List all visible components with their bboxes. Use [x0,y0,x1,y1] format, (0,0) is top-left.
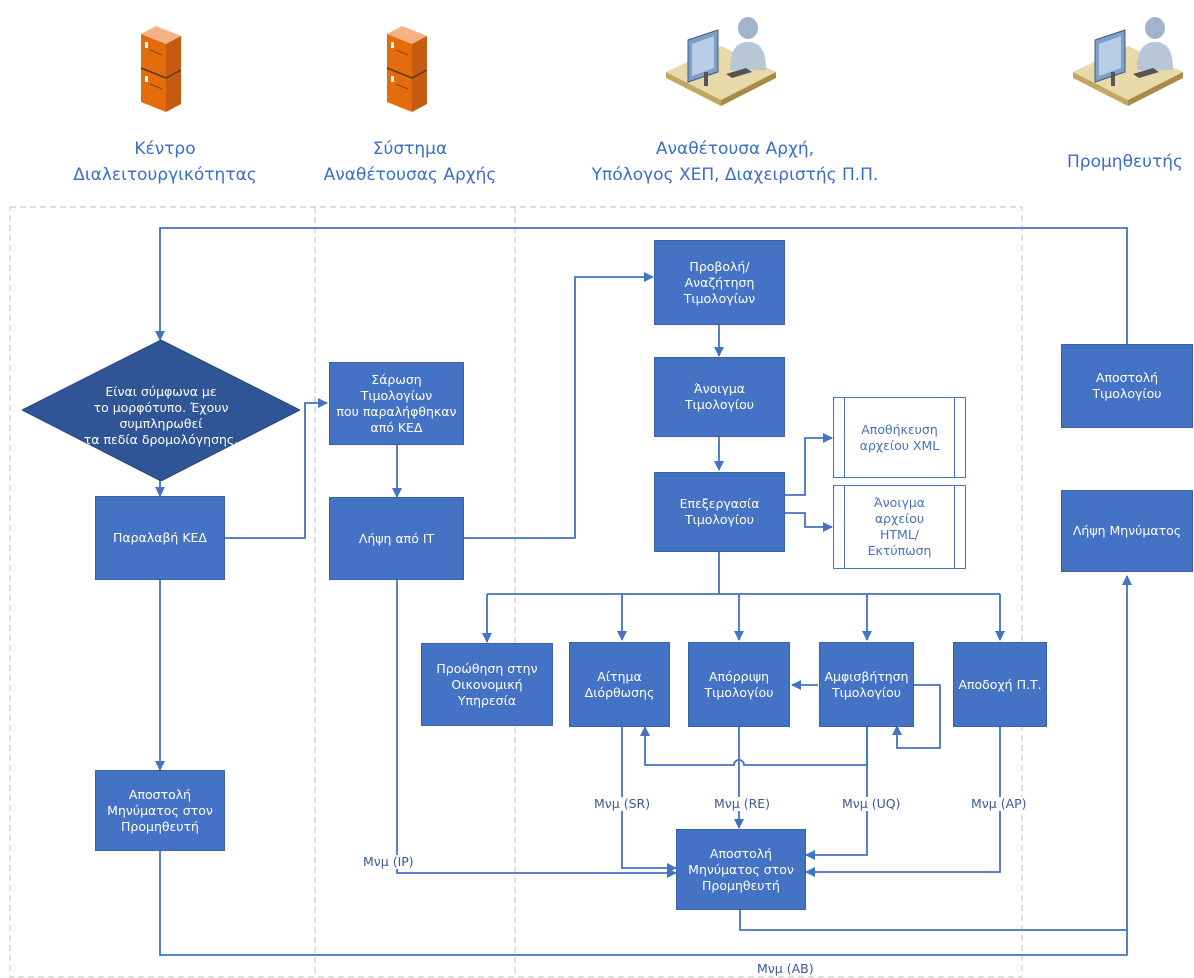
user-at-computer-icon [666,17,776,106]
node-apostoli-timologiou: Αποστολή Τιμολογίου [1061,344,1193,428]
node-aporripsi: Απόρριψη Τιμολογίου [688,642,790,727]
lane-title-promitheftis: Προμηθευτής [1067,152,1183,172]
connector-epexergasia-fanout [487,552,1000,595]
label-ab: Μνμ (AB) [756,961,815,976]
connector-amfisvitisi-loop [892,684,941,749]
label-ap: Μνμ (AP) [970,796,1028,811]
connector-ap [805,727,1001,877]
decision-diamond [22,340,300,481]
node-sarosi: Σάρωση Τιμολογίων που παραλήφθηκαν από Κ… [329,362,464,445]
node-apothikefsi: Αποθήκευση αρχείου XML [833,397,966,478]
node-lipsi-minimatos: Λήψη Μηνύματος [1061,490,1193,572]
connector-sr [621,727,677,873]
node-anoigma: Άνοιγμα Τιμολογίου [654,357,785,437]
node-paralavi: Παραλαβή ΚΕΔ [95,496,225,580]
lane-title-systima: Σύστημα Αναθέτουσας Αρχής [323,139,497,185]
label-sr: Μνμ (SR) [593,796,652,811]
server-icon [386,26,428,112]
connector-uq [805,727,868,860]
connector-ab-aa [739,910,1127,931]
node-proothisi: Προώθηση στην Οικονομική Υπηρεσία [421,643,553,726]
connector-supplier-to-decision [155,227,1128,344]
server-icon [140,26,182,112]
node-lipsi-it: Λήψη από ΙΤ [329,497,464,580]
swimlane-borders [9,206,1023,978]
connector-epexergasia-to-html [785,512,833,532]
user-at-computer-icon [1073,17,1183,106]
decision-text: Είναι σύμφωνα με το μορφότυπο. Έχουν συμ… [83,384,239,447]
node-apodoxi: Αποδοχή Π.Τ. [953,642,1047,727]
node-apostoli-aa: Αποστολή Μηνύματος στον Προμηθευτή [676,829,806,910]
lane-title-anathetousa: Αναθέτουσα Αρχή, Υπόλογος ΧΕΠ, Διαχειρισ… [591,139,879,185]
node-provoli: Προβολή/ Αναζήτηση Τιμολογίων [654,240,785,325]
node-apostoli-kentro: Αποστολή Μηνύματος στον Προμηθευτή [95,770,225,851]
connector-lipsi-ip [396,580,677,878]
connector-paralavi-to-sarosi [224,398,328,539]
connector-amfisvitisi-to-aitima [640,726,868,766]
label-ip: Μνμ (IP) [362,854,415,869]
node-aitima: Αίτημα Διόρθωσης [569,642,670,727]
lane-title-kentro: Κέντρο Διαλειτουργικότητας [73,139,257,185]
node-anoigma-html: Άνοιγμα αρχείου HTML/ Εκτύπωση [833,485,966,569]
node-epexergasia: Επεξεργασία Τιμολογίου [654,472,785,552]
connector-epexergasia-to-apothikefsi [785,433,833,496]
label-re: Μνμ (RE) [713,796,772,811]
node-amfisvitisi: Αμφισβήτηση Τιμολογίου [819,642,914,727]
connector-lipsi-to-provoli [463,272,654,539]
connector-ab-kentro [159,575,1132,956]
label-uq: Μνμ (UQ) [841,796,902,811]
swimlane-frame [9,206,1023,978]
